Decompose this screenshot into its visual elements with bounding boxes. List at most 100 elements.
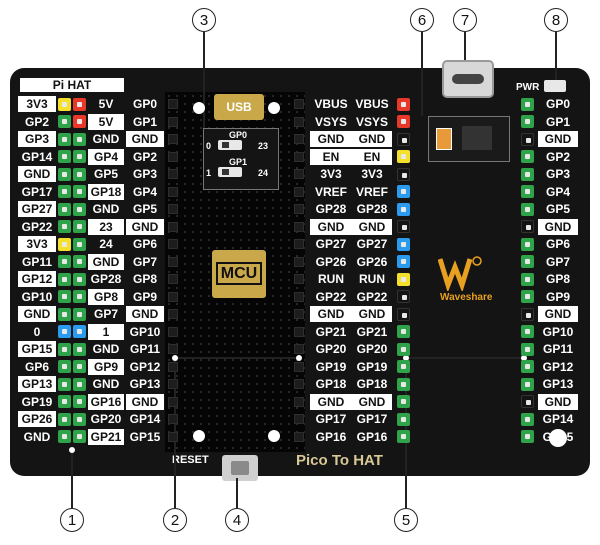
hat-pin-left [58,412,71,426]
pico-right-pin [397,430,410,443]
pico-right-label-a: GP27 [310,236,352,252]
hat-pin-right [73,342,86,356]
hat-left-label: GP11 [18,253,56,270]
far-right-pin [521,237,534,251]
far-right-pin [521,307,534,321]
callout-number: 2 [163,508,187,532]
far-right-label: GP9 [538,288,578,305]
pico-right-hole [294,396,304,407]
hat-pin-right [73,325,86,338]
pico-right-hole [294,204,304,214]
pico-right-pin [397,325,410,338]
reset-button[interactable] [222,455,258,481]
far-right-pin [521,150,534,163]
callout-number: 3 [192,8,216,32]
pico-right-label-b: GP20 [352,341,392,357]
pico-right-pin [397,342,410,356]
hat-pin-left [58,430,71,443]
gp1-switch[interactable] [218,167,242,177]
pico-right-label-a: GP18 [310,376,352,392]
hat-right-label: GP5 [88,166,124,182]
pico-left-label: GP1 [126,113,164,130]
hat-left-label: GND [18,166,56,182]
mcu-label: MCU [215,262,263,285]
pico-right-hole [294,379,304,389]
pico-right-hole [294,99,304,109]
pico-right-label-a: GND [310,218,352,235]
pico-right-label-b: GP27 [352,236,392,252]
hat-pin-right [73,307,86,321]
far-right-label: GP7 [538,253,578,270]
hat-pin-right [73,202,86,216]
pico-right-label-a: GP17 [310,411,352,427]
hat-pin-left [58,167,71,181]
pico-right-hole [294,344,304,354]
pwr-label: PWR [516,82,540,93]
hat-left-label: GP15 [18,341,56,357]
hat-left-label: GP22 [18,218,56,235]
pico-right-label-b: GP21 [352,323,392,340]
callout-number: 6 [410,8,434,32]
mounting-hole [549,429,567,447]
hat-right-label: 5V [88,113,124,130]
far-right-pin [521,185,534,198]
pico-left-label: GND [126,306,164,322]
far-right-pin [521,325,534,338]
pico-left-hole [168,221,178,232]
gp0-switch[interactable] [218,140,242,150]
far-right-pin [521,412,534,426]
pico-right-label-b: EN [352,148,392,165]
hat-pin-right [73,115,86,128]
hat-right-label: 23 [88,218,124,235]
hat-pin-right [73,430,86,443]
mounting-hole [268,102,280,114]
pico-right-pin [397,377,410,391]
hat-pin-left [58,272,71,286]
hat-left-label: GND [18,306,56,322]
pico-left-label: GP13 [126,376,164,392]
pico-left-hole [168,326,178,337]
pico-left-label: GP9 [126,288,164,305]
callout-leader [71,450,73,508]
far-right-label: GP2 [538,148,578,165]
callout-dot [172,355,178,361]
pico-right-pin [397,185,410,198]
gp0-switch-label: GP0 [229,130,248,140]
far-right-pin [521,132,534,146]
far-right-pin [521,97,534,111]
far-right-pin [521,377,534,391]
pico-right-label-b: GP19 [352,358,392,375]
pico-right-label-b: GP17 [352,411,392,427]
power-component-orange [436,128,452,150]
pico-left-hole [168,274,178,284]
pico-left-label: GP3 [126,166,164,182]
pico-right-label-a: GP21 [310,323,352,340]
pico-right-pin [397,237,410,251]
pico-right-label-b: GND [352,306,392,322]
far-right-pin [521,430,534,443]
pico-right-pin [397,272,410,286]
hat-right-label: GND [88,376,124,392]
pico-right-hole [294,116,304,127]
mounting-hole [193,430,205,442]
pico-right-pin [397,255,410,268]
far-right-label: GP4 [538,183,578,200]
pico-left-hole [168,291,178,302]
hat-pin-right [73,237,86,251]
pico-right-pin [397,307,410,321]
pico-left-hole [168,99,178,109]
gp1-switch-label: GP1 [229,157,248,167]
callout-leader [555,32,557,80]
pico-left-hole [168,204,178,214]
callout-dot [69,447,75,453]
power-component-ic [462,126,492,150]
pico-left-label: GP2 [126,148,164,165]
far-right-label: GP0 [538,96,578,112]
pico-left-hole [168,379,178,389]
mounting-hole [268,430,280,442]
pico-right-label-a: VBUS [310,96,352,112]
hat-pin-right [73,150,86,163]
callout-leader [236,478,238,508]
far-right-label: GND [538,306,578,322]
pico-right-label-b: GND [352,218,392,235]
